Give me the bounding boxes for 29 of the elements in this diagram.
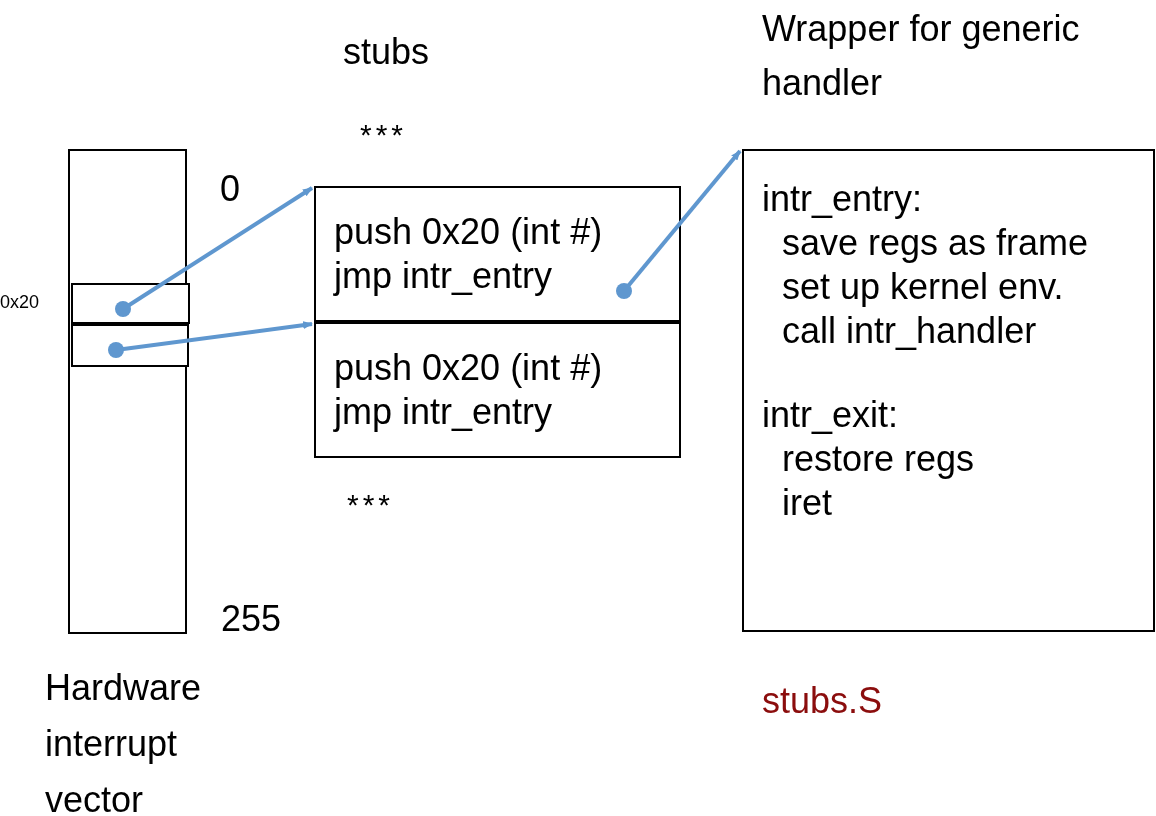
arrow	[616, 149, 742, 299]
code-line: save regs as frame	[782, 221, 1089, 265]
side-label: Wrapper for generic handler	[762, 7, 1081, 105]
side-label: 0x20	[0, 291, 41, 314]
vector-slot	[71, 324, 189, 367]
code-line: intr_entry:	[762, 177, 923, 221]
code-line: jmp intr_entry	[334, 254, 553, 298]
code-line: iret	[782, 481, 832, 525]
vector-table	[68, 149, 187, 634]
vector-slot	[71, 283, 190, 324]
side-label: 255	[221, 597, 283, 641]
arrow	[115, 186, 314, 317]
code-line: intr_exit:	[762, 393, 899, 437]
side-label: 0	[220, 167, 242, 211]
side-label: Hardware interrupt vector	[45, 666, 203, 816]
code-line: jmp intr_entry	[334, 390, 553, 434]
code-box	[742, 149, 1155, 632]
ellipsis-mark: ***	[360, 117, 408, 153]
arrow	[108, 321, 313, 358]
code-line: set up kernel env.	[782, 265, 1064, 309]
code-line: restore regs	[782, 437, 975, 481]
section-title: stubs	[343, 30, 430, 74]
stub-box	[314, 186, 681, 322]
ellipsis-mark: ***	[347, 487, 395, 523]
code-line: push 0x20 (int #)	[334, 346, 603, 390]
file-name: stubs.S	[762, 679, 883, 723]
code-line: call intr_handler	[782, 309, 1037, 353]
stub-box	[314, 322, 681, 458]
code-line: push 0x20 (int #)	[334, 210, 603, 254]
